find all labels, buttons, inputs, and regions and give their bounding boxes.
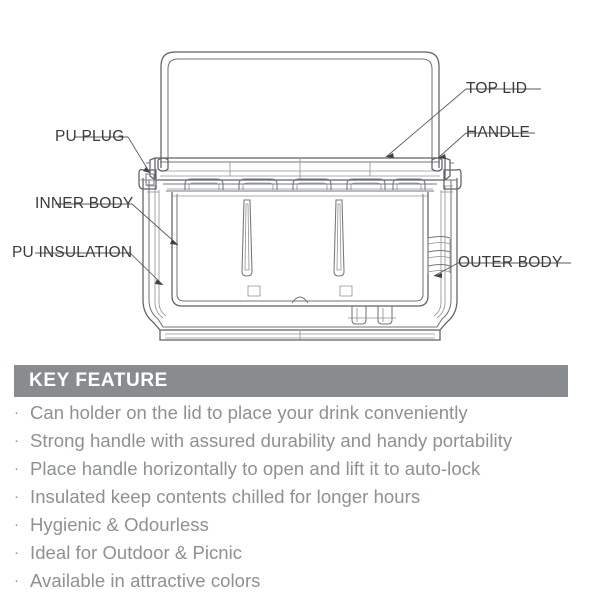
lid-underside-ribs — [163, 178, 437, 192]
outer-body-shell — [142, 178, 458, 341]
list-item-text: Can holder on the lid to place your drin… — [30, 402, 468, 423]
list-item: · Insulated keep contents chilled for lo… — [14, 486, 584, 516]
list-item-text: Place handle horizontally to open and li… — [30, 458, 481, 479]
list-item-text: Ideal for Outdoor & Picnic — [30, 542, 243, 563]
leader-top-lid — [385, 88, 541, 158]
key-feature-header-bar — [14, 365, 568, 397]
outer-body-hinge-ridges — [427, 168, 462, 274]
list-item: · Available in attractive colors — [14, 570, 584, 600]
bullet-icon: · — [14, 488, 20, 505]
callout-label-pu-plug: PU PLUG — [55, 128, 125, 145]
list-item: · Can holder on the lid to place your dr… — [14, 402, 584, 432]
pu-plug-block — [138, 168, 157, 190]
cooler-cross-section-drawing: .ln { fill:none; stroke:#73767a; stroke-… — [35, 51, 571, 341]
bullet-icon: · — [14, 572, 20, 589]
key-feature-title: KEY FEATURE — [29, 370, 168, 391]
list-item-text: Hygienic & Odourless — [30, 514, 209, 535]
bullet-icon: · — [14, 404, 20, 421]
leader-lines — [35, 88, 571, 286]
list-item: · Strong handle with assured durability … — [14, 430, 584, 460]
leader-inner-body — [55, 203, 179, 246]
bullet-icon: · — [14, 516, 20, 533]
leader-pu-plug — [75, 136, 151, 174]
lid-can-holder-marks — [247, 285, 353, 297]
inner-body-liner — [171, 192, 429, 307]
callout-label-pu-insulation: PU INSULATION — [12, 244, 133, 261]
product-diagram: .ln { fill:none; stroke:#73767a; stroke-… — [12, 51, 571, 341]
bullet-icon: · — [14, 432, 20, 449]
leader-pu-insulation — [35, 252, 164, 286]
top-lid — [146, 157, 454, 181]
key-feature-list: · Can holder on the lid to place your dr… — [14, 402, 584, 600]
list-item-text: Strong handle with assured durability an… — [30, 430, 513, 451]
callout-label-handle: HANDLE — [466, 124, 531, 141]
bullet-icon: · — [14, 544, 20, 561]
pu-insulation-layer — [154, 186, 446, 319]
list-item: · Ideal for Outdoor & Picnic — [14, 542, 584, 572]
leader-handle — [437, 132, 535, 159]
list-item-text: Available in attractive colors — [30, 570, 261, 591]
bullet-icon: · — [14, 460, 20, 477]
leader-outer-body — [433, 262, 571, 278]
callout-label-outer-body: OUTER BODY — [458, 254, 563, 271]
inner-body-ribs — [241, 199, 345, 277]
callout-label-inner-body: INNER BODY — [35, 195, 134, 212]
handle-arch — [160, 51, 440, 168]
list-item-text: Insulated keep contents chilled for long… — [30, 486, 421, 507]
key-feature-section: KEY FEATURE · Can holder on the lid to p… — [0, 352, 600, 600]
list-item: · Hygienic & Odourless — [14, 514, 584, 544]
drain-foot-detail — [348, 306, 396, 325]
callout-label-top-lid: TOP LID — [466, 80, 528, 97]
list-item: · Place handle horizontally to open and … — [14, 458, 584, 488]
